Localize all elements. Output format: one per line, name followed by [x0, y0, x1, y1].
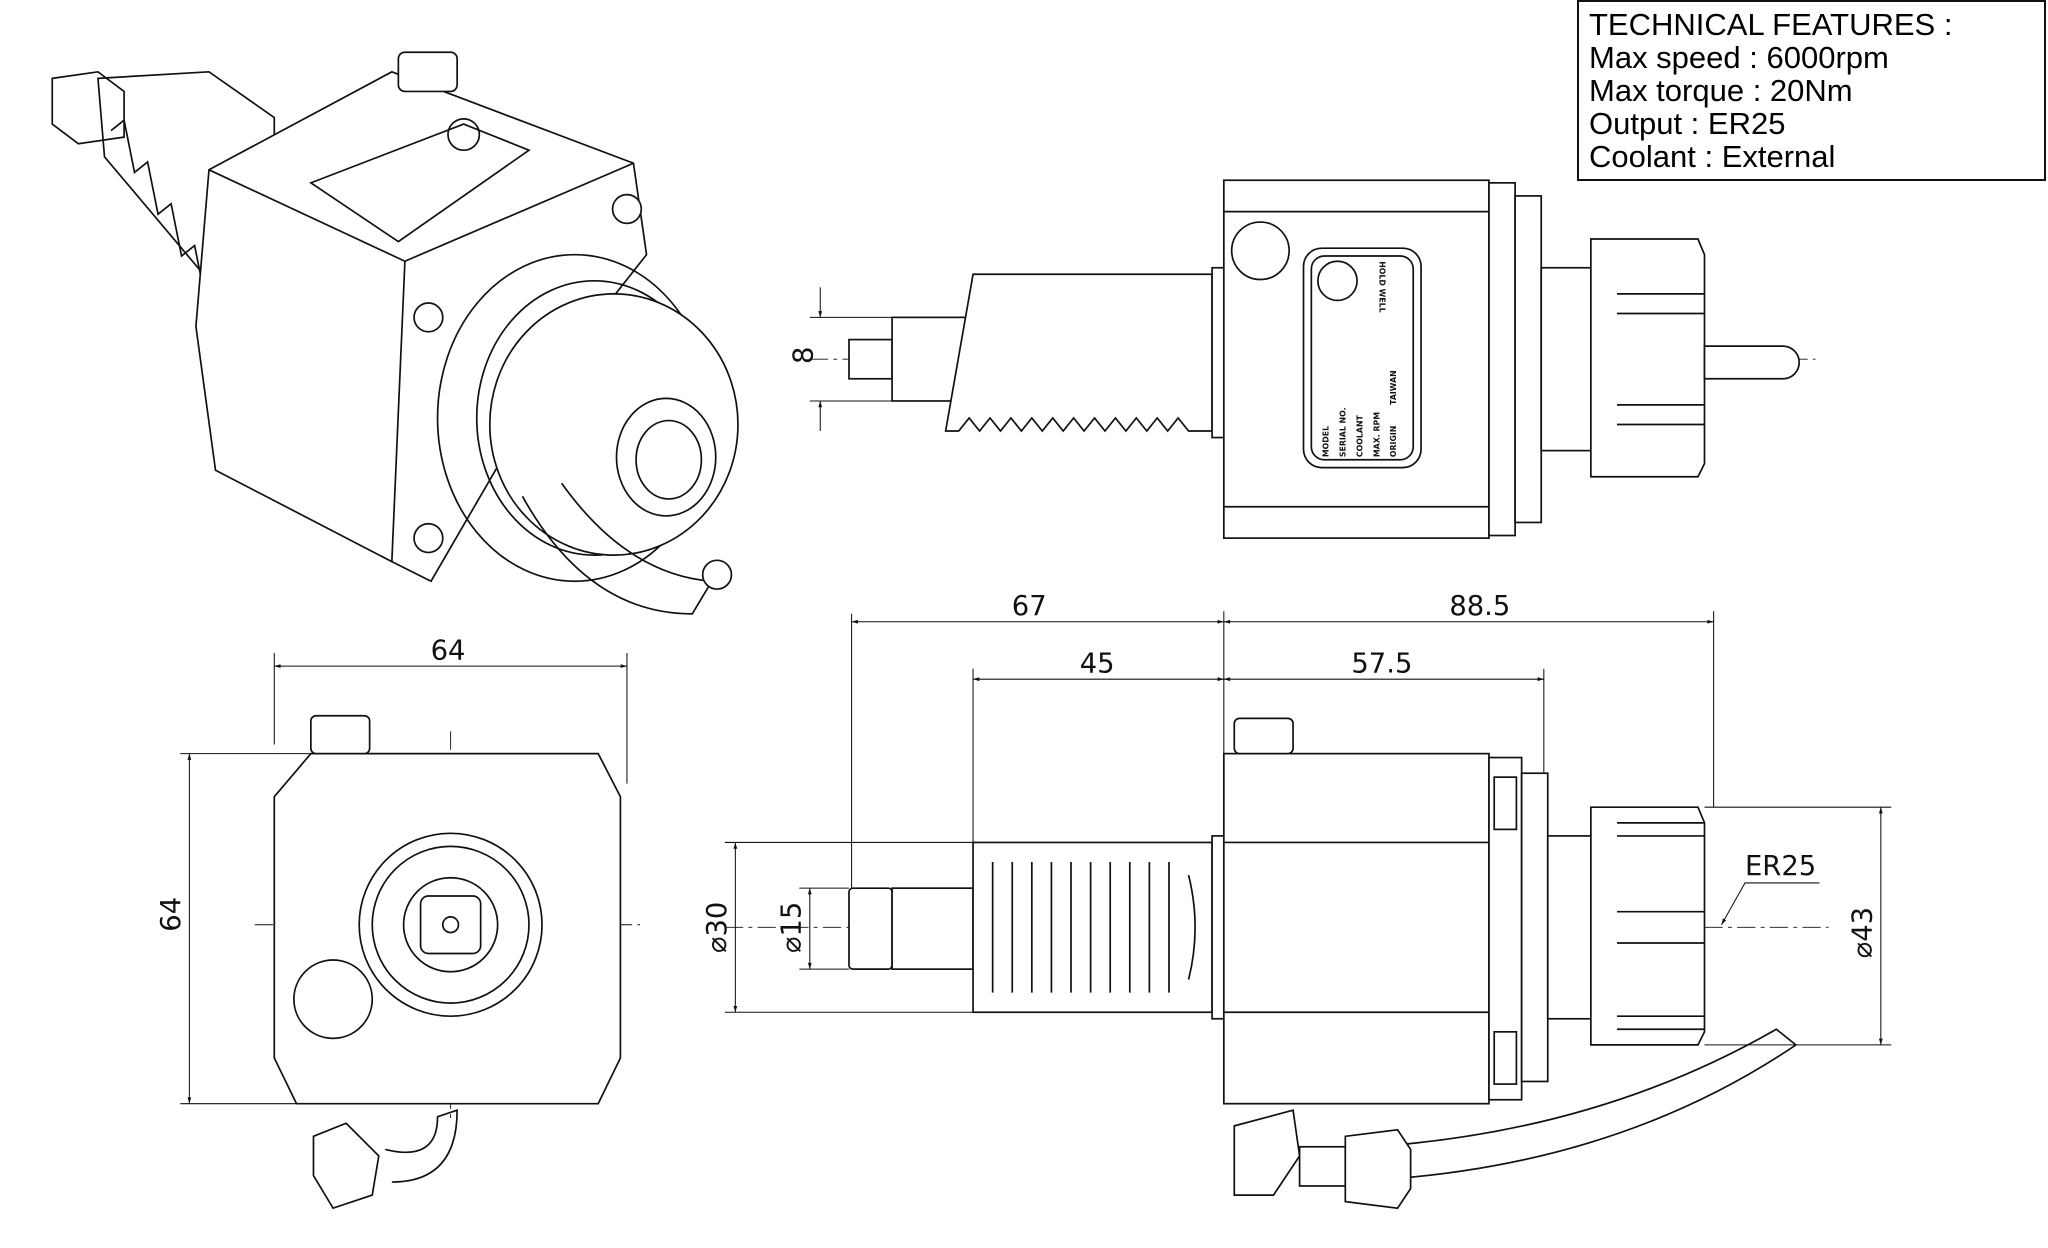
spec-max-speed: Max speed : 6000rpm	[1589, 40, 1889, 75]
side-view-bottom: 67 88.5 45 57.5 ⌀30 ⌀15 ⌀43 ER25	[702, 591, 1892, 1210]
dim-dia-nut: ⌀43	[1848, 907, 1879, 958]
dim-front-width: 64	[431, 636, 466, 667]
nameplate-serial: SERIAL NO.	[1338, 407, 1347, 457]
dim-dia-shank: ⌀15	[777, 902, 808, 953]
spec-coolant: Coolant : External	[1589, 139, 1836, 174]
spec-max-torque: Max torque : 20Nm	[1589, 73, 1853, 108]
nameplate-coolant: COOLANT	[1355, 414, 1364, 457]
dim-shank-width: 8	[788, 347, 819, 364]
nameplate-origin: ORIGIN	[1389, 426, 1398, 458]
dim-shaft-length: 45	[1080, 649, 1115, 680]
dim-overall-front: 88.5	[1449, 591, 1510, 622]
dim-body-front: 57.5	[1351, 649, 1412, 680]
dim-overall-rear: 67	[1012, 591, 1047, 622]
front-view: 64 64	[156, 636, 640, 1210]
isometric-view	[51, 51, 739, 615]
side-view-top: HOLD WELL MODEL SERIAL NO. COOLANT MAX. …	[788, 179, 1816, 539]
nameplate-model: MODEL	[1321, 426, 1330, 457]
dim-dia-shaft: ⌀30	[702, 902, 733, 953]
technical-features-box: TECHNICAL FEATURES : Max speed : 6000rpm…	[1577, 0, 2046, 181]
nameplate-origin-value: TAIWAN	[1389, 370, 1398, 405]
spec-output: Output : ER25	[1589, 106, 1786, 141]
technical-features-title: TECHNICAL FEATURES :	[1589, 7, 1953, 42]
label-collet: ER25	[1745, 851, 1816, 882]
dim-front-height: 64	[156, 897, 187, 932]
nameplate-brand: HOLD WELL	[1377, 261, 1386, 312]
nameplate-maxrpm: MAX. RPM	[1372, 412, 1381, 457]
